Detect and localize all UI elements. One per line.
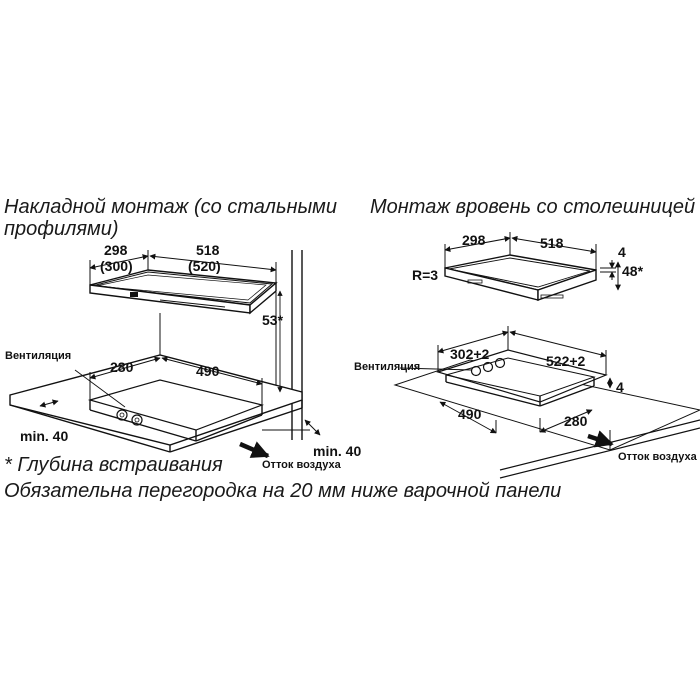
right-title: Монтаж вровень со столешницей	[370, 196, 696, 218]
right-dim-490: 490	[458, 406, 482, 422]
right-dim-r3: R=3	[412, 267, 438, 283]
right-dim-302: 302+2	[450, 346, 490, 362]
depth-note: * Глубина встраивания	[4, 454, 223, 476]
right-dimension-lines	[399, 232, 621, 448]
left-airflow-label: Отток воздуха	[262, 459, 342, 471]
right-dim-4-top: 4	[618, 244, 626, 260]
left-dim-300: (300)	[100, 258, 133, 274]
right-assembly	[393, 254, 700, 479]
left-dimension-lines	[39, 250, 321, 459]
right-dim-522: 522+2	[546, 353, 586, 369]
right-dim-298: 298	[462, 232, 486, 248]
right-dim-4-step: 4	[616, 379, 624, 395]
left-dim-518: 518	[196, 242, 220, 258]
left-dim-490: 490	[196, 363, 220, 379]
left-dim-53: 53*	[262, 312, 284, 328]
left-dim-520: (520)	[188, 258, 221, 274]
left-title-line2: профилями)	[4, 218, 119, 240]
right-vent-label: Вентиляция	[354, 361, 420, 373]
left-dim-280: 280	[110, 359, 134, 375]
left-dim-298: 298	[104, 242, 128, 258]
left-min40-right: min. 40	[313, 443, 361, 459]
right-dim-48: 48*	[622, 263, 644, 279]
right-dim-518: 518	[540, 235, 564, 251]
left-title-line1: Накладной монтаж (со стальными	[4, 196, 338, 218]
right-dim-280: 280	[564, 413, 588, 429]
left-vent-label: Вентиляция	[5, 350, 71, 362]
left-min40-left: min. 40	[20, 428, 68, 444]
right-airflow-label: Отток воздуха	[618, 451, 698, 463]
partition-note: Обязательна перегородка на 20 мм ниже ва…	[4, 480, 562, 502]
